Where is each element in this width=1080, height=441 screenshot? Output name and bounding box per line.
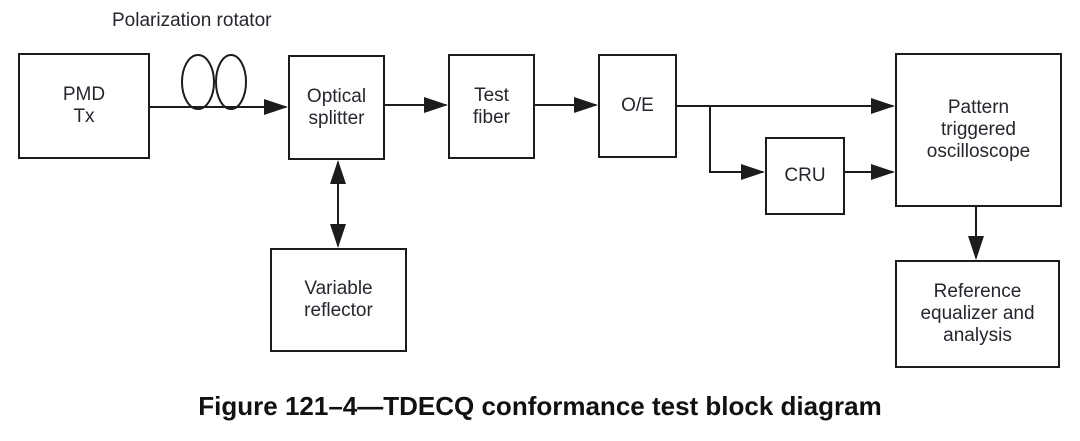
polarization-rotator-label: Polarization rotator (112, 10, 272, 31)
node-reference-equalizer: Reference equalizer and analysis (895, 260, 1060, 368)
node-oe: O/E (598, 54, 677, 158)
node-pmd-tx: PMD Tx (18, 53, 150, 159)
node-oscilloscope-label: Pattern triggered oscilloscope (926, 97, 1031, 162)
polarization-rotator-coil-icon (215, 54, 247, 110)
node-optical-splitter-label: Optical splitter (306, 85, 367, 129)
node-test-fiber: Test fiber (448, 54, 535, 159)
arrow-oe-branch-to-cru (709, 106, 765, 180)
node-optical-splitter: Optical splitter (288, 55, 385, 160)
figure-caption: Figure 121–4—TDECQ conformance test bloc… (198, 391, 882, 421)
node-variable-reflector: Variable reflector (270, 248, 407, 352)
polarization-rotator-coil-icon (181, 54, 215, 110)
node-cru-label: CRU (784, 165, 826, 186)
node-cru: CRU (765, 137, 845, 215)
node-variable-reflector-label: Variable reflector (304, 278, 373, 321)
node-reference-equalizer-label: Reference equalizer and analysis (920, 281, 1035, 346)
node-pmd-tx-label: PMD Tx (62, 84, 106, 127)
node-pattern-triggered-oscilloscope: Pattern triggered oscilloscope (895, 53, 1062, 207)
node-test-fiber-label: Test fiber (473, 84, 510, 128)
node-oe-label: O/E (621, 95, 654, 116)
